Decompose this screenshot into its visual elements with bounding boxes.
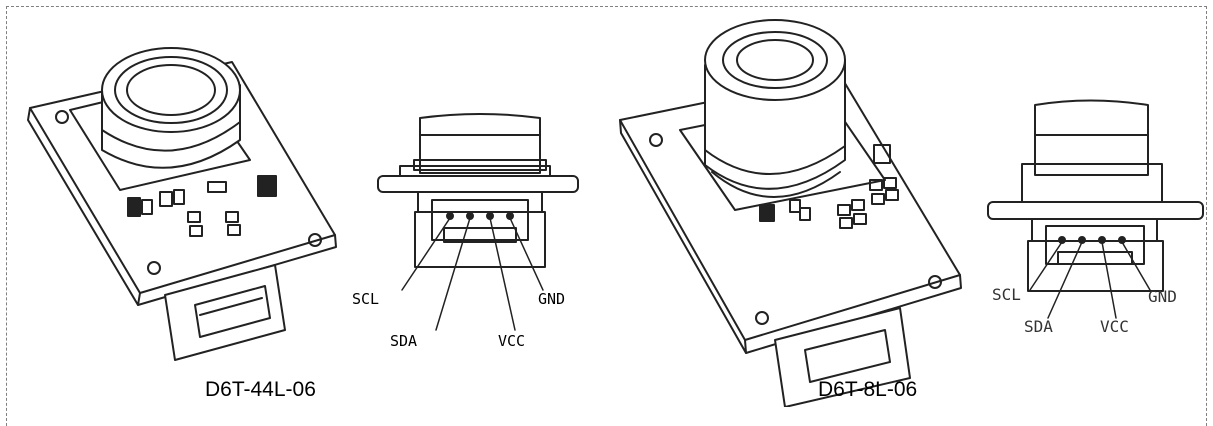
thermal-sensor-can — [704, 19, 846, 198]
d6t-8l-module-side — [987, 99, 1204, 319]
thermal-sensor-can — [101, 47, 241, 169]
mount-hole — [147, 261, 161, 275]
connector-iso — [164, 264, 286, 361]
pin-label-vcc: VCC — [498, 332, 525, 350]
connector-iso — [774, 307, 911, 407]
pin-label-scl: SCL — [352, 290, 379, 308]
d6t-8l-module-iso — [619, 19, 962, 407]
mount-hole — [928, 275, 942, 289]
figure-frame — [6, 6, 1207, 426]
pin-label-sda: SDA — [1024, 317, 1053, 336]
caption-d6t-44l-06: D6T-44L-06 — [205, 378, 316, 401]
pin-label-scl: SCL — [992, 285, 1021, 304]
pin-label-vcc: VCC — [1100, 317, 1129, 336]
pin-label-sda: SDA — [390, 332, 417, 350]
mount-hole — [55, 110, 69, 124]
mount-hole — [755, 311, 769, 325]
pin-label-gnd: GND — [1148, 287, 1177, 306]
mount-hole — [649, 133, 663, 147]
caption-d6t-8l-06: D6T-8L-06 — [818, 378, 918, 401]
mount-hole — [308, 233, 322, 247]
d6t-44l-module-iso — [27, 47, 337, 361]
sensor-diagram: SCL SDA VCC GND — [27, 19, 1204, 407]
d6t-44l-module-side — [377, 113, 579, 331]
pin-label-gnd: GND — [538, 290, 565, 308]
